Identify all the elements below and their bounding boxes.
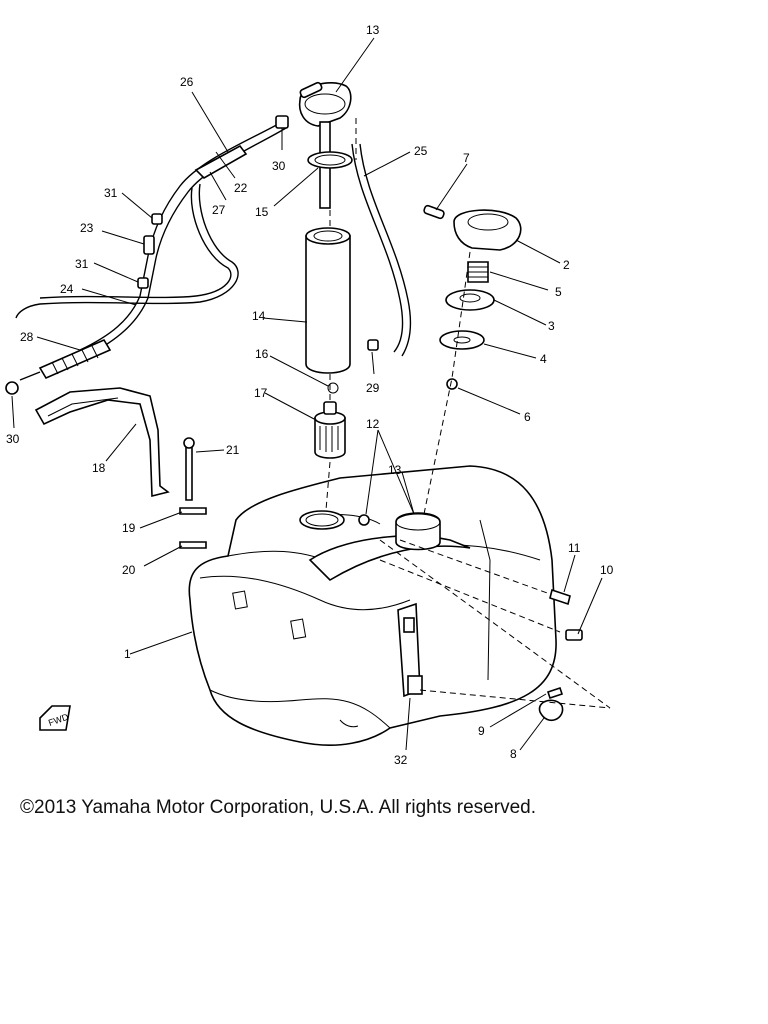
fuel-tank [188,465,557,746]
label-17: 17 [254,386,268,400]
label-6: 6 [524,410,531,424]
label-16: 16 [255,347,269,361]
label-19: 19 [122,521,136,535]
label-11: 11 [568,541,581,555]
fuel-hoses [15,121,412,381]
label-20: 20 [122,563,136,577]
label-15: 15 [255,205,269,219]
label-25: 25 [414,144,428,158]
tank-bracket [34,387,207,549]
mounting-bolts [379,539,583,641]
label-31-mid: 31 [75,257,89,271]
label-5: 5 [555,285,562,299]
fuel-tank-exploded-diagram: FWD [5,23,614,767]
label-10: 10 [600,563,614,577]
label-3: 3 [548,319,555,333]
label-1: 1 [124,647,131,661]
leader-lines [11,37,603,751]
clamps-and-fittings [5,115,379,395]
copyright-notice: ©2013 Yamaha Motor Corporation, U.S.A. A… [20,797,536,818]
label-13-tank: 13 [388,463,402,477]
label-8: 8 [510,747,517,761]
label-18: 18 [92,461,106,475]
label-13: 13 [366,23,380,37]
label-22: 22 [234,181,248,195]
fuel-cap-assembly [423,204,522,515]
label-12: 12 [366,417,380,431]
label-30-left: 30 [6,432,20,446]
label-29: 29 [366,381,380,395]
part-labels: 13 26 22 30 27 15 31 23 31 24 28 30 25 7… [6,23,614,767]
label-28: 28 [20,330,34,344]
label-14: 14 [252,309,266,323]
label-7: 7 [463,151,470,165]
label-32: 32 [394,753,408,767]
label-9: 9 [478,724,485,738]
fuel-gauge-unit [298,81,357,511]
label-21: 21 [226,443,240,457]
fwd-marker: FWD [39,705,71,731]
label-23: 23 [80,221,94,235]
label-30-top: 30 [272,159,286,173]
fuel-cock [379,539,611,722]
label-4: 4 [540,352,547,366]
label-2: 2 [563,258,570,272]
label-27: 27 [212,203,226,217]
label-31-top: 31 [104,186,118,200]
label-26: 26 [180,75,194,89]
label-24: 24 [60,282,74,296]
